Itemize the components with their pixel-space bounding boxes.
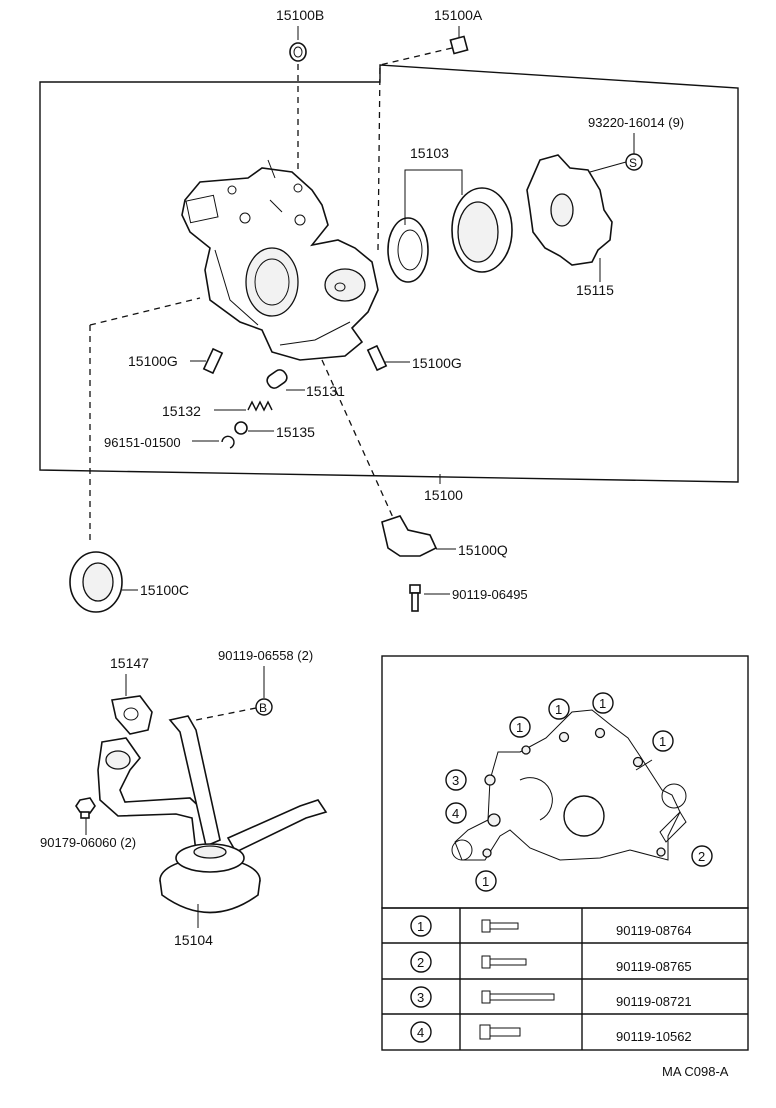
- row-number: 2: [417, 955, 424, 970]
- label-15100g-right: 15100G: [412, 355, 462, 371]
- rotor-outer-15103: [451, 187, 513, 273]
- table-row: 2 90119-08765: [410, 951, 692, 974]
- label-15104: 15104: [174, 932, 213, 948]
- row-number: 3: [417, 990, 424, 1005]
- table-row: 3 90119-08721: [410, 986, 692, 1009]
- part-number: 90119-08764: [616, 923, 692, 938]
- inset-marker-1d: 1: [652, 730, 674, 752]
- svg-text:1: 1: [482, 874, 489, 889]
- label-96151: 96151-01500: [104, 435, 181, 450]
- row-number: 4: [417, 1025, 424, 1040]
- bolt-icon: [481, 955, 527, 969]
- gasket-15147: [111, 695, 153, 735]
- bolt-location-inset: [381, 655, 749, 909]
- svg-text:B: B: [259, 701, 267, 715]
- inset-marker-1c: 1: [592, 692, 614, 714]
- inset-marker-1e: 1: [475, 870, 497, 892]
- inset-marker-4: 4: [445, 802, 467, 824]
- label-90119-06558: 90119-06558 (2): [218, 648, 313, 663]
- svg-text:4: 4: [452, 806, 459, 821]
- label-15100a: 15100A: [434, 7, 483, 23]
- svg-text:S: S: [629, 156, 637, 170]
- retainer-15135: [234, 421, 248, 435]
- o-ring-15100b: [289, 42, 307, 62]
- svg-text:2: 2: [698, 849, 705, 864]
- inset-bolt-holes: [482, 727, 666, 858]
- nut-90179: [75, 797, 96, 819]
- relief-valve-15131: [266, 369, 288, 389]
- s-marker: S: [625, 153, 643, 171]
- bolt-90119-06495: [409, 584, 421, 612]
- svg-text:3: 3: [452, 773, 459, 788]
- pin-15100a: [449, 35, 469, 55]
- svg-text:1: 1: [659, 734, 666, 749]
- part-number: 90119-08765: [616, 959, 692, 974]
- snap-ring-96151: [221, 435, 235, 449]
- label-15100g-left: 15100G: [128, 353, 178, 369]
- label-15115: 15115: [576, 282, 614, 298]
- cover-plate-15115: [526, 154, 613, 266]
- oil-pump-body: [181, 159, 379, 361]
- label-15100c: 15100C: [140, 582, 189, 598]
- label-15135: 15135: [276, 424, 315, 440]
- rotor-inner-15103: [387, 217, 429, 283]
- label-15147: 15147: [110, 655, 149, 671]
- label-90179: 90179-06060 (2): [40, 835, 136, 850]
- inset-pump-outline: [451, 709, 687, 861]
- label-90119-06495: 90119-06495: [452, 587, 528, 602]
- inset-marker-2: 2: [691, 845, 713, 867]
- label-15103: 15103: [410, 145, 449, 161]
- oil-seal-15100c: [69, 551, 123, 613]
- b-marker: B: [255, 698, 273, 716]
- part-number: 90119-08721: [616, 994, 692, 1009]
- label-93220: 93220-16014 (9): [588, 115, 684, 130]
- table-row: 1 90119-08764: [410, 915, 692, 938]
- label-15100b: 15100B: [276, 7, 324, 23]
- spring-15132: [247, 400, 273, 412]
- inset-marker-1b: 1: [548, 698, 570, 720]
- inset-marker-1a: 1: [509, 716, 531, 738]
- svg-text:1: 1: [599, 696, 606, 711]
- bolt-icon: [481, 919, 519, 933]
- svg-text:1: 1: [555, 702, 562, 717]
- stud-15100g-right: [366, 344, 388, 372]
- diagram-code: MA C098-A: [662, 1064, 729, 1079]
- bolt-icon: [481, 990, 555, 1004]
- table-row: 4 90119-10562: [410, 1021, 692, 1044]
- label-15131: 15131: [306, 383, 345, 399]
- svg-text:1: 1: [516, 720, 523, 735]
- oil-strainer-15104: [97, 715, 328, 914]
- bracket-15100q: [381, 515, 438, 557]
- part-number: 90119-10562: [616, 1029, 692, 1044]
- label-15132: 15132: [162, 403, 201, 419]
- label-15100q: 15100Q: [458, 542, 508, 558]
- label-15100: 15100: [424, 487, 463, 503]
- inset-marker-3: 3: [445, 769, 467, 791]
- stud-15100g-left: [202, 347, 224, 375]
- bolt-icon: [479, 1024, 521, 1040]
- bolt-table: 1 90119-08764 2 90119-08765 3 90119-0872: [381, 907, 749, 1051]
- row-number: 1: [417, 919, 424, 934]
